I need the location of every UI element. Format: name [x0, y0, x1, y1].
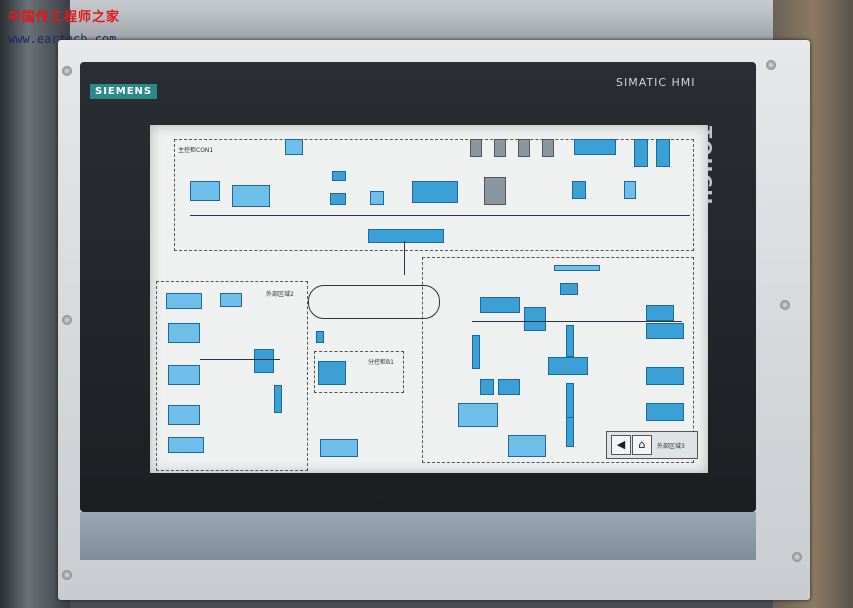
- plc-rack-icon[interactable]: [412, 181, 458, 203]
- controller-icon[interactable]: [574, 139, 616, 155]
- screw-icon: [62, 66, 72, 76]
- access-point-icon[interactable]: [332, 171, 346, 181]
- bus-line: [200, 359, 280, 360]
- screw-icon: [62, 315, 72, 325]
- zone-sub-cabinet-label: 分控柜B1: [368, 359, 394, 366]
- ring-network: [308, 285, 440, 319]
- et200-icon[interactable]: [484, 177, 506, 205]
- screw-icon: [766, 60, 776, 70]
- siemens-logo: SIEMENS: [90, 84, 158, 99]
- background-top: [0, 0, 853, 45]
- io-module-icon[interactable]: [566, 325, 574, 357]
- drive-icon[interactable]: [518, 139, 530, 157]
- switch-icon[interactable]: [316, 331, 324, 343]
- drive-icon[interactable]: [470, 139, 482, 157]
- watermark-title: 中国传工程师之家: [8, 10, 121, 25]
- mobile-panel-icon[interactable]: [285, 139, 303, 155]
- io-module-icon[interactable]: [566, 383, 574, 419]
- switch-icon[interactable]: [524, 307, 546, 331]
- controller-icon[interactable]: [634, 139, 648, 167]
- io-device-icon[interactable]: [370, 191, 384, 205]
- hmi-panel-icon[interactable]: [168, 437, 204, 453]
- drive-panel-icon[interactable]: [320, 439, 358, 457]
- scalance-icon[interactable]: [560, 283, 578, 295]
- sensor-icon[interactable]: [624, 181, 636, 199]
- controller-icon[interactable]: [646, 403, 684, 421]
- switch-icon[interactable]: [254, 349, 274, 373]
- controller-icon[interactable]: [646, 367, 684, 385]
- zone-right: [422, 257, 694, 463]
- home-button[interactable]: ⌂: [632, 435, 652, 455]
- hmi-panel-icon[interactable]: [168, 323, 200, 343]
- io-module-icon[interactable]: [566, 417, 574, 447]
- zone-main-cabinet: [174, 139, 694, 251]
- navigation-panel: ◀ ⌂ 外部区域3: [606, 431, 698, 459]
- hmi-panel-icon[interactable]: [508, 435, 546, 457]
- io-module-icon[interactable]: [498, 379, 520, 395]
- screw-icon: [780, 300, 790, 310]
- controller-icon[interactable]: [646, 323, 684, 339]
- zone-right-label: 外部区域3: [657, 443, 685, 450]
- screw-icon: [62, 570, 72, 580]
- network-switch-icon[interactable]: [368, 229, 444, 243]
- lower-panel: [80, 512, 756, 560]
- io-module-icon[interactable]: [480, 379, 494, 395]
- bus-line: [404, 241, 405, 275]
- controller-icon[interactable]: [656, 139, 670, 167]
- drive-icon[interactable]: [542, 139, 554, 157]
- io-module-icon[interactable]: [572, 181, 586, 199]
- controller-icon[interactable]: [480, 297, 520, 313]
- io-module-icon[interactable]: [274, 385, 282, 413]
- zone-left-label: 外部区域2: [266, 291, 294, 298]
- zone-main-cabinet-label: 主控柜CON1: [178, 147, 214, 154]
- hmi-panel-icon[interactable]: [166, 293, 202, 309]
- bus-line: [190, 215, 690, 216]
- switch-icon[interactable]: [330, 193, 346, 205]
- hmi-panel-icon[interactable]: [168, 405, 200, 425]
- zone-left: [156, 281, 308, 471]
- screw-icon: [792, 552, 802, 562]
- zone-sub-cabinet: [314, 351, 404, 393]
- plc-icon[interactable]: [318, 361, 346, 385]
- antenna-icon: [554, 265, 600, 271]
- hmi-panel-icon[interactable]: [220, 293, 242, 307]
- controller-icon[interactable]: [548, 357, 588, 375]
- back-button[interactable]: ◀: [611, 435, 631, 455]
- hmi-panel-icon[interactable]: [458, 403, 498, 427]
- controller-icon[interactable]: [646, 305, 674, 321]
- bus-line: [472, 321, 682, 322]
- pc-panel-icon[interactable]: [232, 185, 270, 207]
- pc-icon[interactable]: [190, 181, 220, 201]
- model-label: SIMATIC HMI: [616, 76, 696, 89]
- hmi-panel-icon[interactable]: [168, 365, 200, 385]
- drive-icon[interactable]: [494, 139, 506, 157]
- hmi-screen[interactable]: 主控柜CON1 外部区域2 分控柜B1: [150, 125, 708, 473]
- io-module-icon[interactable]: [472, 335, 480, 369]
